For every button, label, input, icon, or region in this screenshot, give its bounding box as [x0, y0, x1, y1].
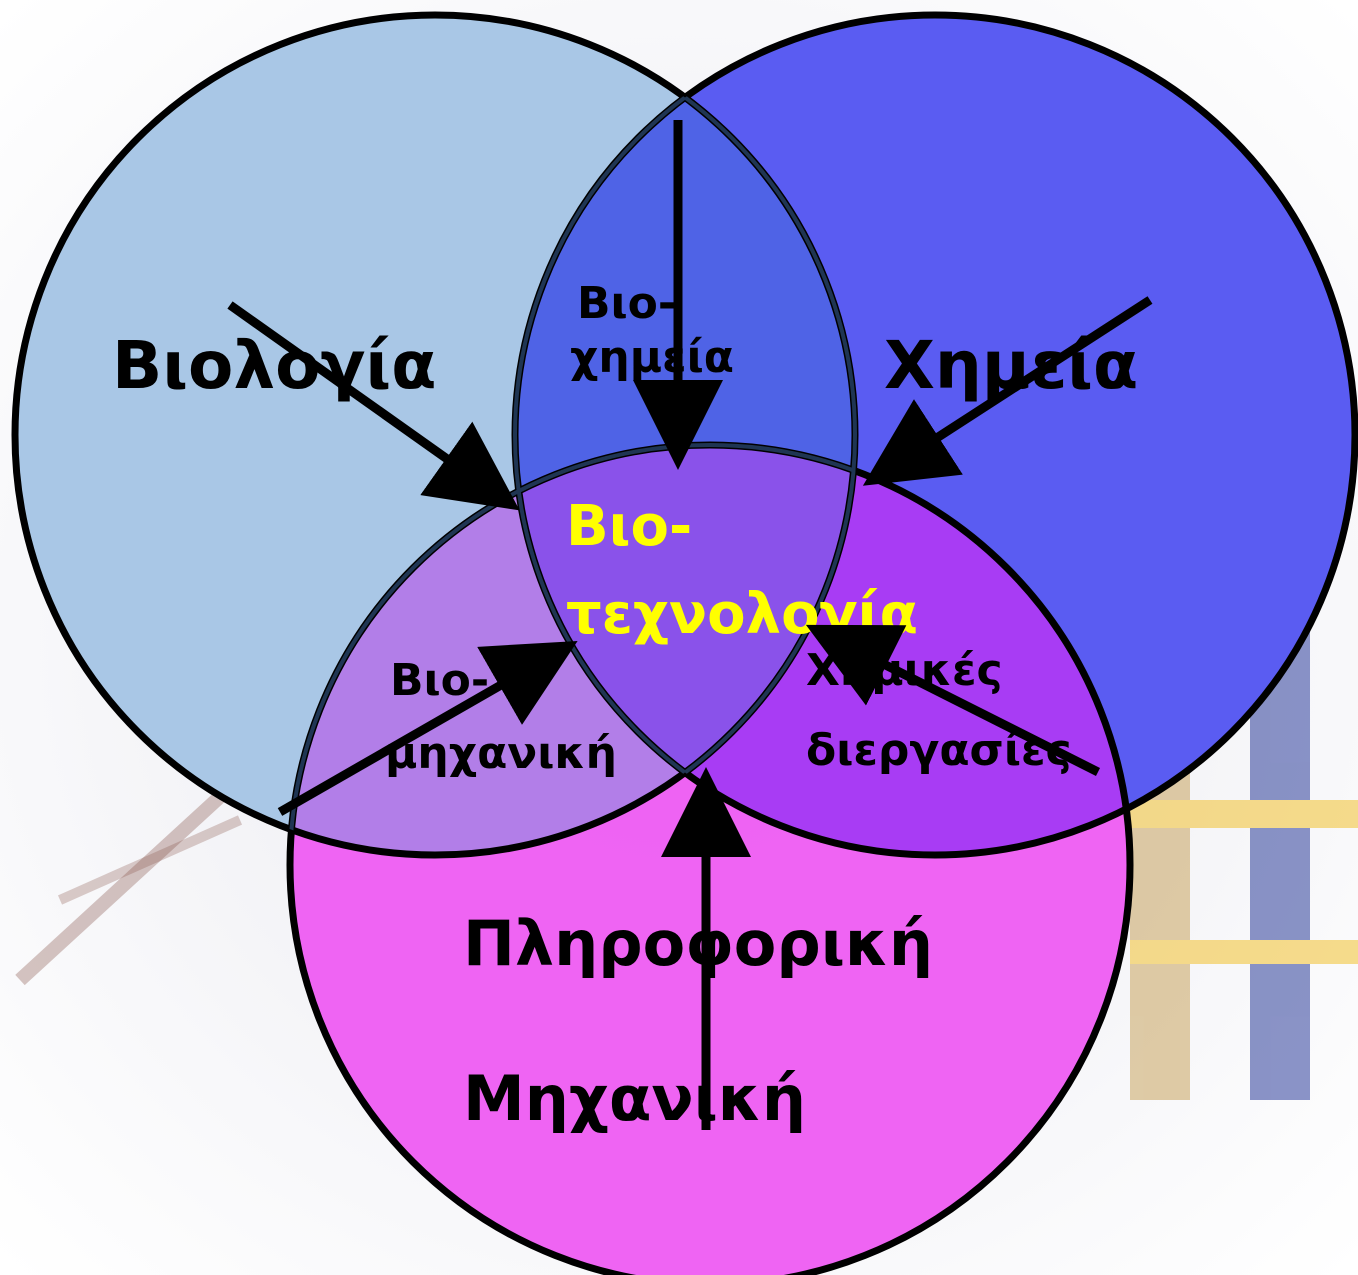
label-engineering: Μηχανική — [463, 1062, 806, 1135]
label-biochemistry-line2: χημεία — [570, 332, 734, 383]
label-chemical-processes-line2: διεργασίες — [806, 725, 1072, 776]
label-biochemistry-line1: Βιο- — [577, 278, 676, 329]
label-center-line1: Βιο- — [566, 494, 692, 559]
label-center-line2: τεχνολογία — [566, 582, 918, 647]
label-informatics: Πληροφορική — [463, 907, 933, 980]
